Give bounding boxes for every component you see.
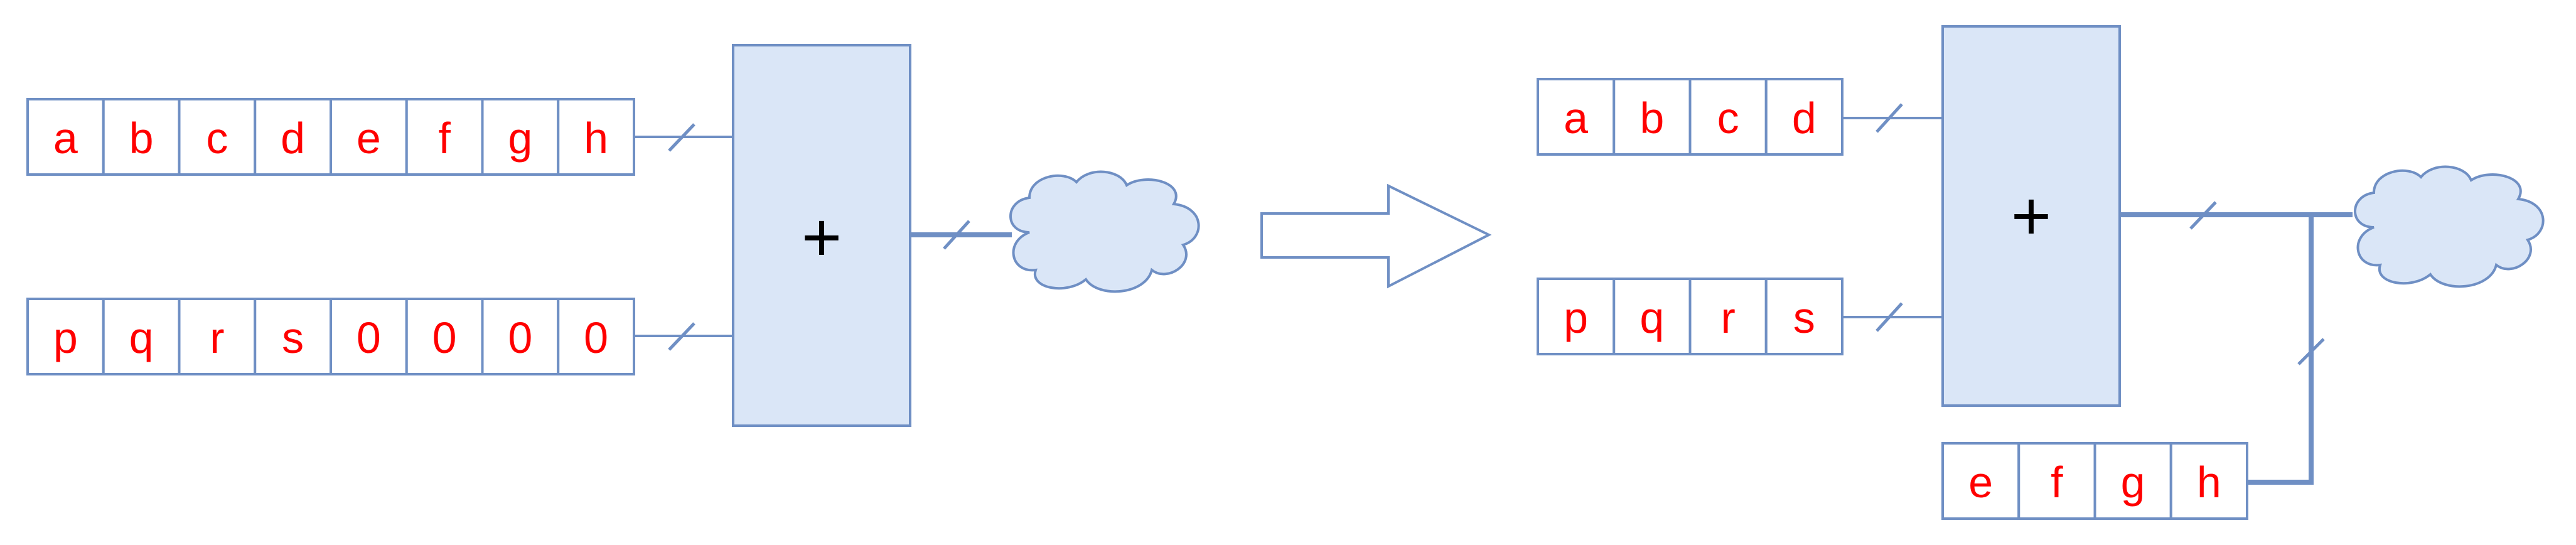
register-cell-box <box>26 298 105 375</box>
register-cell: b <box>102 98 181 176</box>
register-cell-box <box>1688 278 1768 355</box>
register-cell: 0 <box>481 298 560 375</box>
register-cell: 0 <box>557 298 635 375</box>
register-cell-box <box>557 98 635 176</box>
register-cell: r <box>178 298 257 375</box>
register-cell: f <box>405 98 484 176</box>
register-cell-box <box>330 98 408 176</box>
register-cell-label: b <box>129 114 154 163</box>
register-cell-box <box>1941 442 2021 520</box>
register-cell: b <box>1613 78 1692 156</box>
register-cell-label: r <box>1720 293 1735 342</box>
register-cell: s <box>254 298 332 375</box>
register-cell-box <box>102 298 181 375</box>
register-cell-box <box>405 298 484 375</box>
register-cell-box <box>2017 442 2096 520</box>
register-cell-label: q <box>1640 293 1664 342</box>
register-cell-box <box>557 298 635 375</box>
register-cell: c <box>1688 78 1768 156</box>
register-cell-label: e <box>357 114 381 163</box>
right-adder-box <box>1941 25 2121 407</box>
register-cell: q <box>102 298 181 375</box>
register-cell: g <box>2093 442 2172 520</box>
register-cell-box <box>481 98 560 176</box>
register-cell-label: 0 <box>508 313 532 362</box>
register-cell-label: g <box>508 114 532 163</box>
right-top-register: a b c d <box>1537 78 1843 156</box>
register-cell-label: d <box>281 114 305 163</box>
register-cell: e <box>1941 442 2021 520</box>
left-adder-operator: + <box>802 199 842 276</box>
left-top-register: a b c d e f g h <box>26 98 635 176</box>
left-bottom-bus-slash <box>668 322 695 351</box>
register-cell: p <box>26 298 105 375</box>
left-output-bus-slash <box>943 220 970 250</box>
register-cell: g <box>481 98 560 176</box>
register-cell-label: b <box>1640 94 1664 143</box>
right-top-bus-slash <box>1876 103 1903 133</box>
right-bottom-bus-slash <box>1876 302 1903 332</box>
register-cell-box <box>26 98 105 176</box>
register-cell-label: c <box>206 114 228 163</box>
right-adder-operator: + <box>2011 178 2051 255</box>
register-cell-label: s <box>282 313 304 362</box>
right-carry-bus-slash <box>2297 338 2325 365</box>
left-top-bus-slash <box>668 123 695 152</box>
register-cell-box <box>405 98 484 176</box>
register-cell-box <box>2169 442 2248 520</box>
cloud-icon <box>2354 165 2545 288</box>
register-cell-label: c <box>1717 94 1739 143</box>
register-cell-label: 0 <box>584 313 608 362</box>
register-cell: s <box>1764 278 1843 355</box>
register-cell: d <box>1764 78 1843 156</box>
right-bottom-register: p q r s <box>1537 278 1843 355</box>
register-cell: a <box>26 98 105 176</box>
register-cell-label: p <box>53 313 78 362</box>
register-cell-label: a <box>53 114 78 163</box>
register-cell: e <box>330 98 408 176</box>
left-diagram: a b c d e f g h p q r s 0 0 0 0 + <box>26 44 1200 427</box>
register-cell-box <box>178 98 257 176</box>
register-cell-label: 0 <box>432 313 457 362</box>
register-cell: a <box>1537 78 1616 156</box>
left-bottom-register: p q r s 0 0 0 0 <box>26 298 635 375</box>
register-cell: 0 <box>405 298 484 375</box>
register-cell: 0 <box>330 298 408 375</box>
right-carry-register: e f g h <box>1941 442 2248 520</box>
register-cell-box <box>254 298 332 375</box>
register-cell-label: e <box>1968 458 1993 507</box>
register-cell-label: h <box>2197 458 2221 507</box>
register-cell: h <box>557 98 635 176</box>
register-cell-box <box>330 298 408 375</box>
register-cell-box <box>1613 278 1692 355</box>
register-cell-box <box>1537 78 1616 156</box>
register-cell-label: d <box>1792 94 1817 143</box>
register-cell: d <box>254 98 332 176</box>
register-cell-label: p <box>1564 293 1588 342</box>
register-cell-label: f <box>438 114 451 163</box>
register-cell-label: h <box>584 114 608 163</box>
register-cell-label: r <box>210 313 224 362</box>
right-carry-wire <box>2247 215 2314 485</box>
register-cell-box <box>102 98 181 176</box>
register-cell-label: f <box>2051 458 2063 507</box>
register-cell-label: g <box>2121 458 2145 507</box>
right-arrow-icon <box>1260 183 1492 289</box>
register-cell-label: a <box>1564 94 1588 143</box>
right-diagram: a b c d p q r s e f g h + <box>1537 25 2545 520</box>
register-cell: q <box>1613 278 1692 355</box>
register-cell: p <box>1537 278 1616 355</box>
register-cell: f <box>2017 442 2096 520</box>
register-cell-label: q <box>129 313 154 362</box>
register-cell-label: s <box>1793 293 1815 342</box>
register-cell: h <box>2169 442 2248 520</box>
register-cell: r <box>1688 278 1768 355</box>
right-output-bus-slash <box>2189 201 2217 230</box>
register-cell-box <box>2093 442 2172 520</box>
register-cell-label: 0 <box>357 313 381 362</box>
cloud-icon <box>1009 170 1200 293</box>
register-cell: c <box>178 98 257 176</box>
